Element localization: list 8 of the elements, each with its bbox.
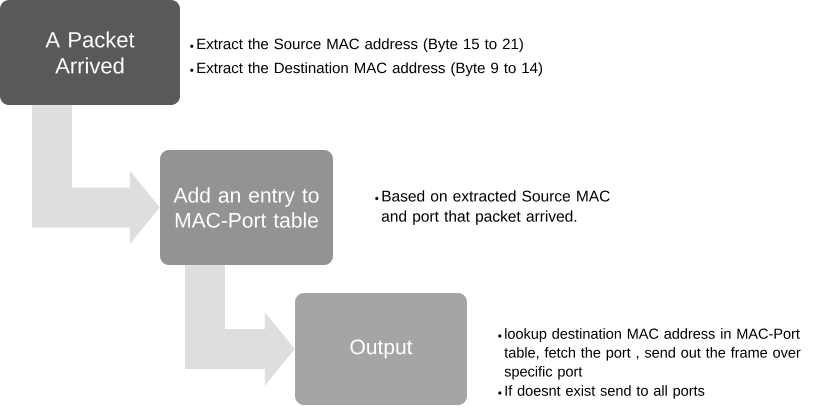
bullet-text: lookup destination MAC address in MAC-Port table, fetch the port , send out the frame over specific port: [504, 328, 801, 380]
process-box: Output: [295, 292, 467, 405]
process-box: A Packet Arrived: [0, 0, 180, 105]
bullet-text: Extract the Destination MAC address (Byte 9 to 14): [197, 62, 542, 76]
bullet-text: Based on extracted Source MAC and port that packet arrived.: [382, 190, 610, 225]
bullet-text: Extract the Source MAC address (Byte 15 to 21): [197, 38, 523, 52]
process-box: Add an entry to MAC-Port table: [160, 150, 333, 265]
bullet-text: If doesnt exist send to all ports: [506, 385, 704, 399]
